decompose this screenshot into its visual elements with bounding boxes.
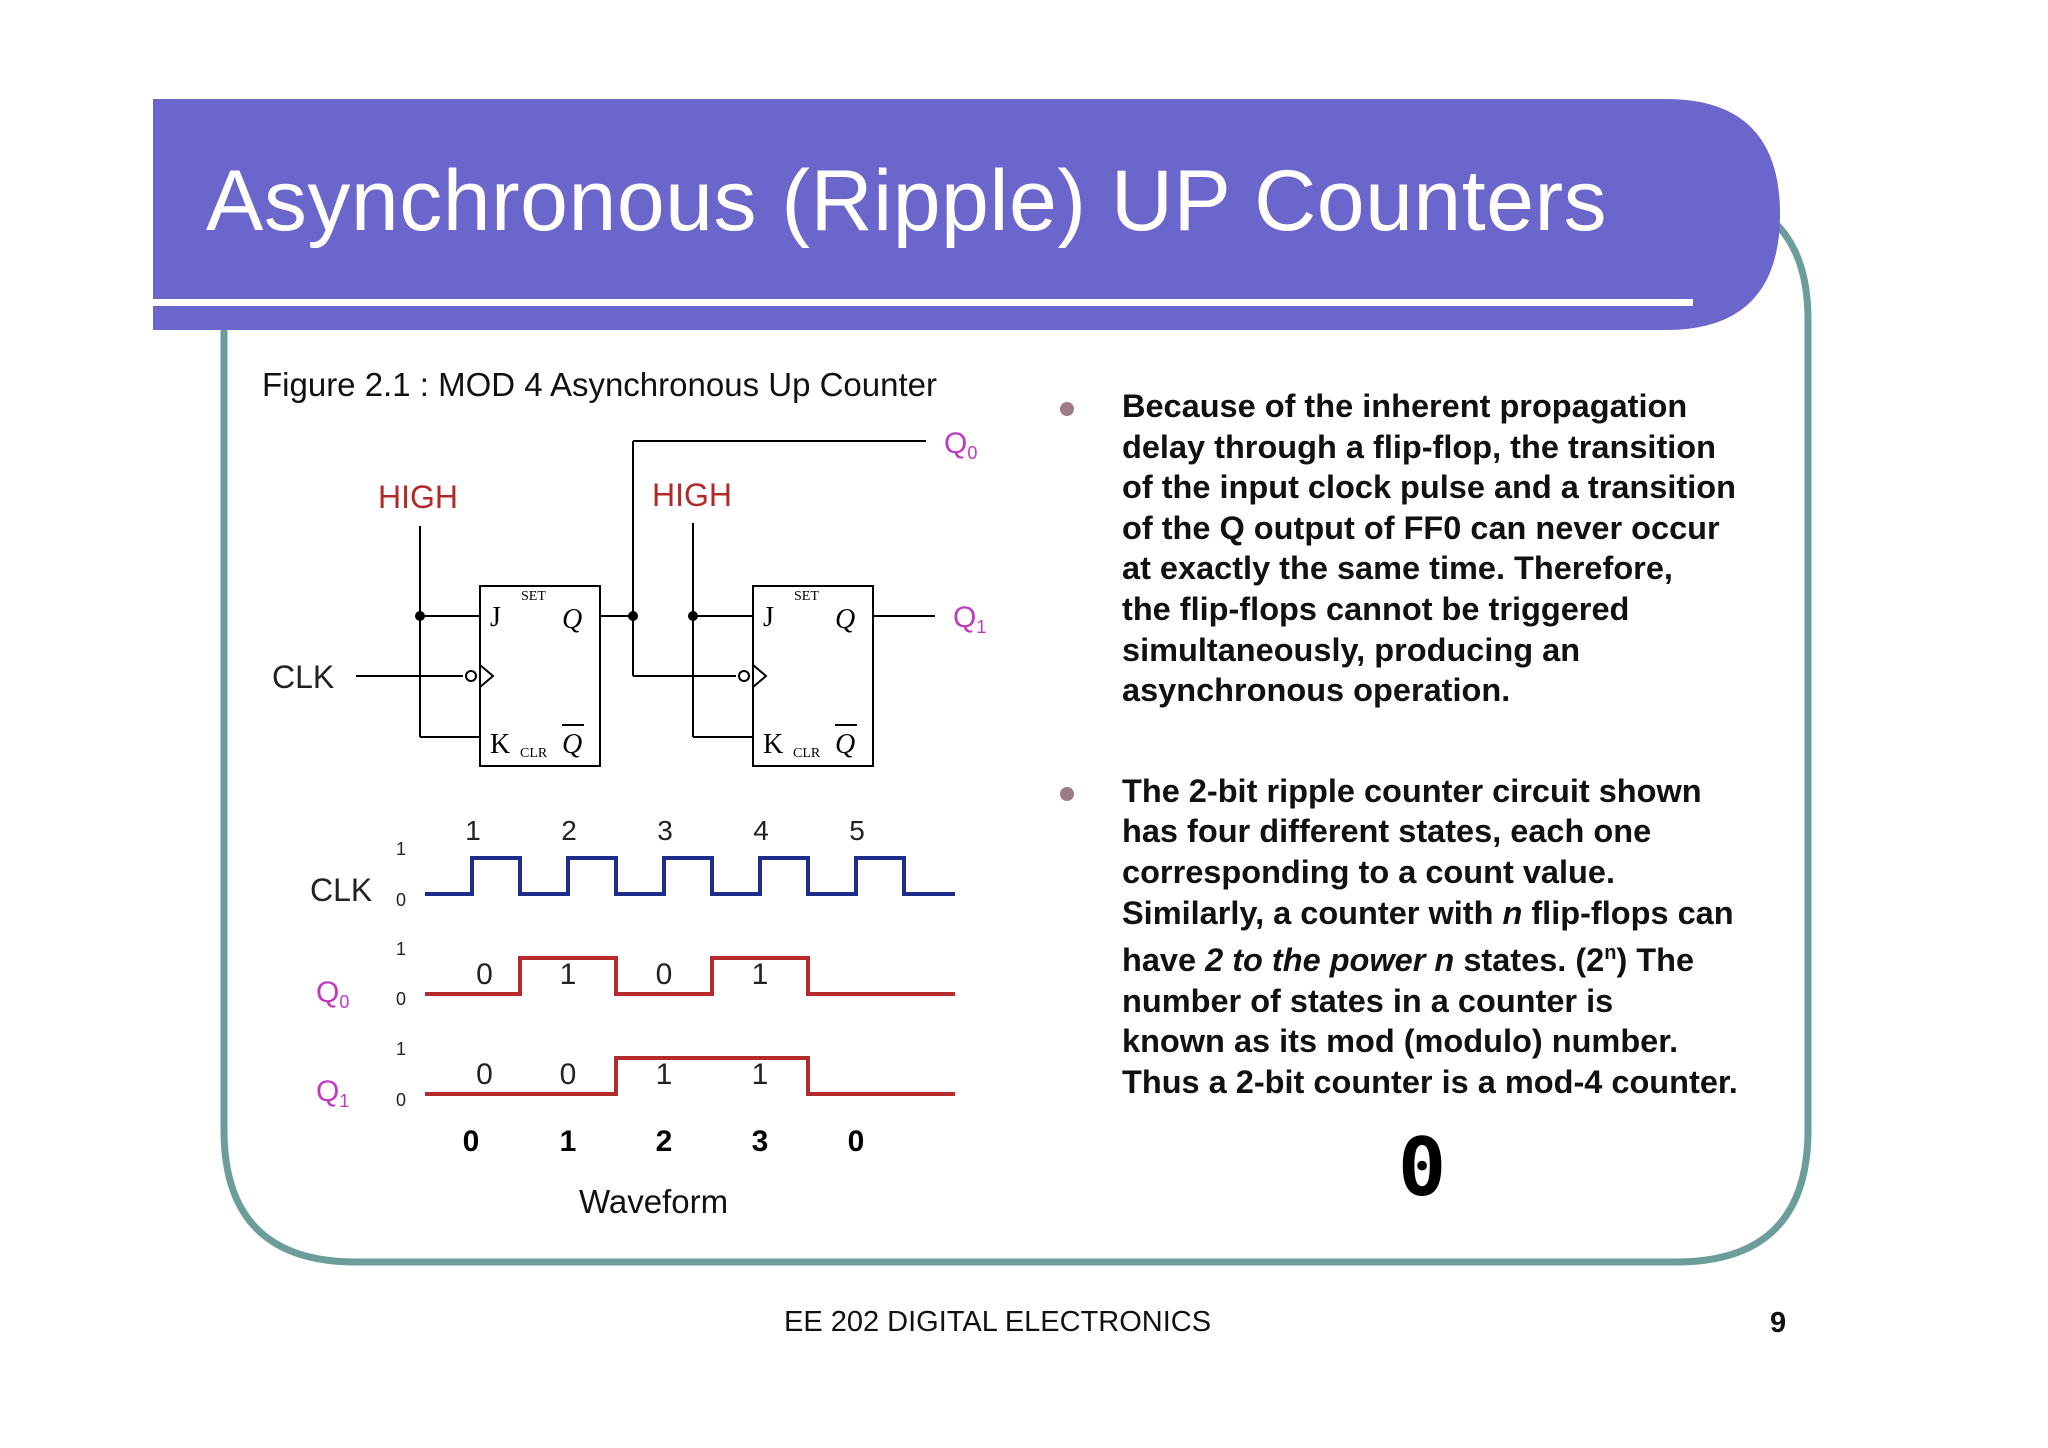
q1-value-label: 1: [752, 1058, 769, 1091]
clk-waveform: [425, 856, 955, 896]
ff1-qbar-pin: Q: [835, 729, 855, 760]
states-line-7: known as its mod (modulo) number.: [1122, 1023, 1679, 1060]
states-line-4: Similarly, a counter with n flip-flops c…: [1122, 894, 1734, 931]
count-value-label: 0: [848, 1125, 865, 1158]
circuit-wires: [356, 440, 935, 767]
ff1-k-pin: K: [763, 729, 783, 760]
page-number: 9: [1770, 1307, 1787, 1339]
figure-caption: Figure 2.1 : MOD 4 Asynchronous Up Count…: [262, 366, 937, 403]
waveform-clk-label: CLK: [310, 872, 372, 908]
q0-low-level: 0: [396, 989, 406, 1009]
bullet-dot: [1060, 402, 1074, 416]
q0-high-level: 1: [396, 939, 406, 959]
ff0-k-pin: K: [490, 729, 510, 760]
clock-pulse-number: 1: [465, 815, 481, 846]
q1-high-level: 1: [396, 1039, 406, 1059]
waveform-q0-label: Q0: [316, 976, 349, 1012]
count-labels: 0 1 2 3 0: [463, 1125, 865, 1158]
states-line-5: have 2 to the power n states. (2n) The: [1122, 941, 1695, 978]
q1-value-label: 1: [656, 1058, 673, 1091]
states-line-6: number of states in a counter is: [1122, 982, 1614, 1019]
q0-value-label: 0: [476, 958, 493, 991]
waveform-q1-label: Q1: [316, 1075, 349, 1111]
waveform-caption: Waveform: [579, 1183, 729, 1220]
bullet-dot: [1060, 786, 1074, 801]
counter-display: 0: [1398, 1121, 1447, 1214]
slide-title: Asynchronous (Ripple) UP Counters: [206, 153, 1608, 249]
q0-value-label: 1: [752, 958, 769, 991]
q1-value-label: 0: [560, 1058, 577, 1091]
ff1-clr-pin: CLR: [793, 746, 821, 761]
clock-pulse-number: 4: [753, 815, 769, 846]
high-label-1: HIGH: [378, 479, 458, 515]
ff0-q-pin: Q: [562, 604, 582, 635]
ff0-pins: J SET Q K CLR Q: [490, 589, 584, 761]
clock-pulse-numbers: 1 2 3 4 5: [465, 815, 865, 846]
q1-low-level: 0: [396, 1090, 406, 1110]
junction-dots: [415, 611, 698, 621]
q1-output-label: Q1: [953, 601, 986, 637]
clk-low-level: 0: [396, 890, 406, 910]
ff0-set-pin: SET: [521, 589, 546, 604]
content-frame-border: [220, 217, 1812, 1266]
q0-output-label: Q0: [944, 427, 977, 463]
clk-input-label: CLK: [272, 659, 334, 695]
title-underline: [153, 299, 1693, 306]
q0-value-label: 0: [656, 958, 673, 991]
states-line-1: The 2-bit ripple counter circuit shown: [1122, 772, 1702, 809]
ff1-set-pin: SET: [794, 589, 819, 604]
q0-value-labels: 0 1 0 1: [476, 958, 768, 991]
ff1-pins: J SET Q K CLR Q: [763, 589, 857, 761]
q1-waveform: [425, 1056, 955, 1096]
footer-course-title: EE 202 DIGITAL ELECTRONICS: [784, 1306, 1212, 1338]
q1-value-labels: 0 0 1 1: [476, 1058, 768, 1091]
bullet-text-states: The 2-bit ripple counter circuit shown h…: [1122, 771, 1770, 1103]
q1-value-label: 0: [476, 1058, 493, 1091]
bullet-item-states: The 2-bit ripple counter circuit shown h…: [1050, 771, 1770, 1103]
count-value-label: 1: [560, 1125, 577, 1158]
clock-pulse-number: 2: [561, 815, 577, 846]
states-line-8: Thus a 2-bit counter is a mod-4 counter.: [1122, 1063, 1738, 1100]
clock-pulse-number: 5: [849, 815, 865, 846]
count-value-label: 0: [463, 1125, 480, 1158]
count-value-label: 2: [656, 1125, 673, 1158]
states-line-3: corresponding to a count value.: [1122, 853, 1615, 890]
states-line-2: has four different states, each one: [1122, 813, 1652, 850]
ff0-j-pin: J: [490, 602, 501, 633]
ff0-qbar-pin: Q: [562, 729, 582, 760]
title-bar: [153, 99, 1780, 330]
count-value-label: 3: [752, 1125, 769, 1158]
bullet-list: Because of the inherent propagation dela…: [1050, 386, 1770, 1102]
ff0-clr-pin: CLR: [520, 746, 548, 761]
q0-value-label: 1: [560, 958, 577, 991]
logic-level-labels: 1 0 1 0 1 0: [396, 839, 406, 1110]
clk-high-level: 1: [396, 839, 406, 859]
ff1-j-pin: J: [763, 602, 774, 633]
counter-diagram: HIGH HIGH CLK Q0 Q1 J SET Q K CLR Q J SE…: [272, 427, 986, 1158]
bullet-text-propagation: Because of the inherent propagation dela…: [1122, 388, 1736, 709]
ff1-q-pin: Q: [835, 604, 855, 635]
bullet-item-propagation: Because of the inherent propagation dela…: [1050, 386, 1770, 711]
high-label-2: HIGH: [652, 477, 732, 513]
clock-pulse-number: 3: [657, 815, 673, 846]
q0-waveform: [425, 956, 955, 996]
